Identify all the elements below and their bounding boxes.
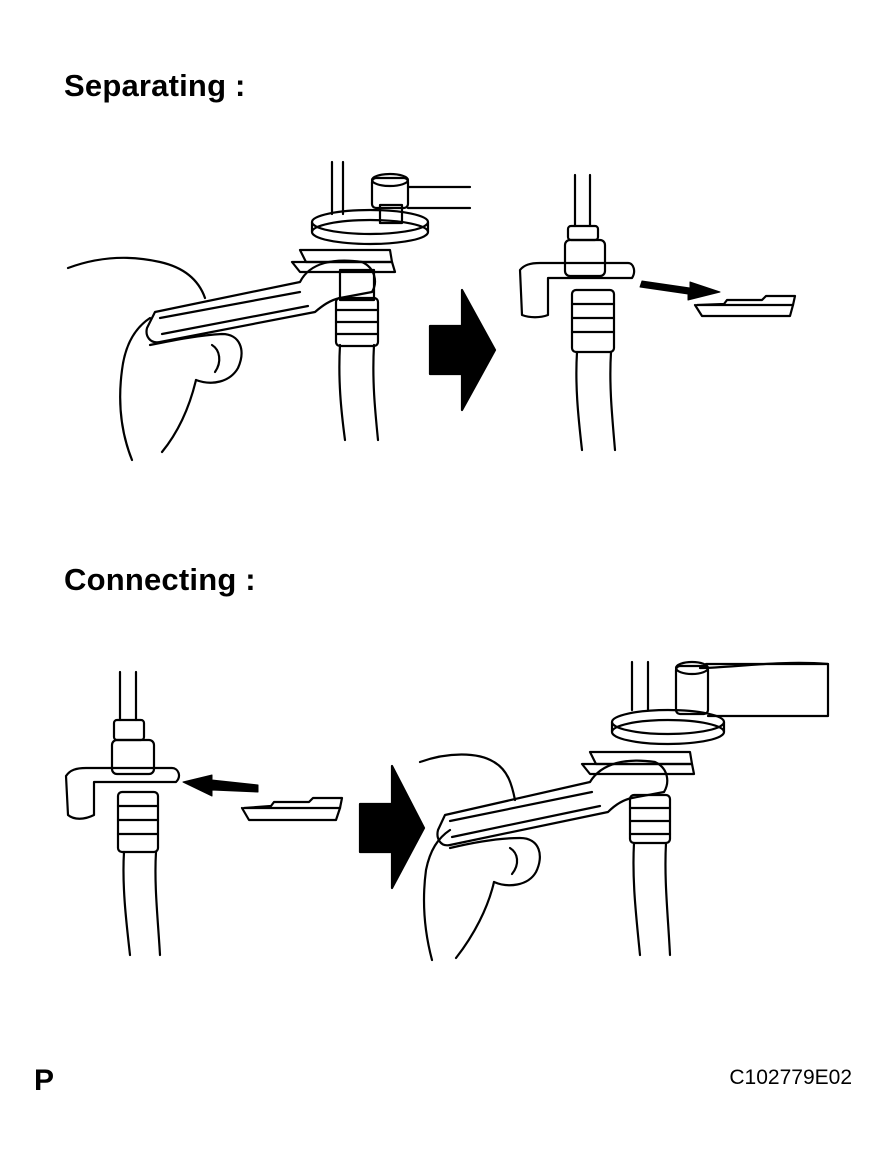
corner-mark: P [34, 1064, 55, 1097]
clip-icon [242, 798, 342, 820]
heading-separating: Separating : [64, 68, 246, 103]
arrow-right-icon [430, 290, 495, 410]
connecting-step1-figure [66, 672, 342, 955]
hand-icon [68, 258, 241, 460]
separating-step1-figure [68, 162, 470, 460]
separating-step2-figure [520, 175, 795, 450]
wrench-icon [147, 261, 375, 343]
figure-code: C102779E02 [729, 1066, 852, 1089]
arrow-small-icon [183, 775, 258, 796]
heading-connecting: Connecting : [64, 562, 256, 597]
hose-icon [630, 795, 670, 955]
arrow-right-icon [360, 766, 424, 888]
clip-icon [695, 296, 795, 316]
hand-icon [420, 755, 540, 961]
arrow-small-icon [640, 281, 720, 300]
wrench-icon [438, 761, 668, 846]
connecting-step2-figure [420, 662, 828, 960]
